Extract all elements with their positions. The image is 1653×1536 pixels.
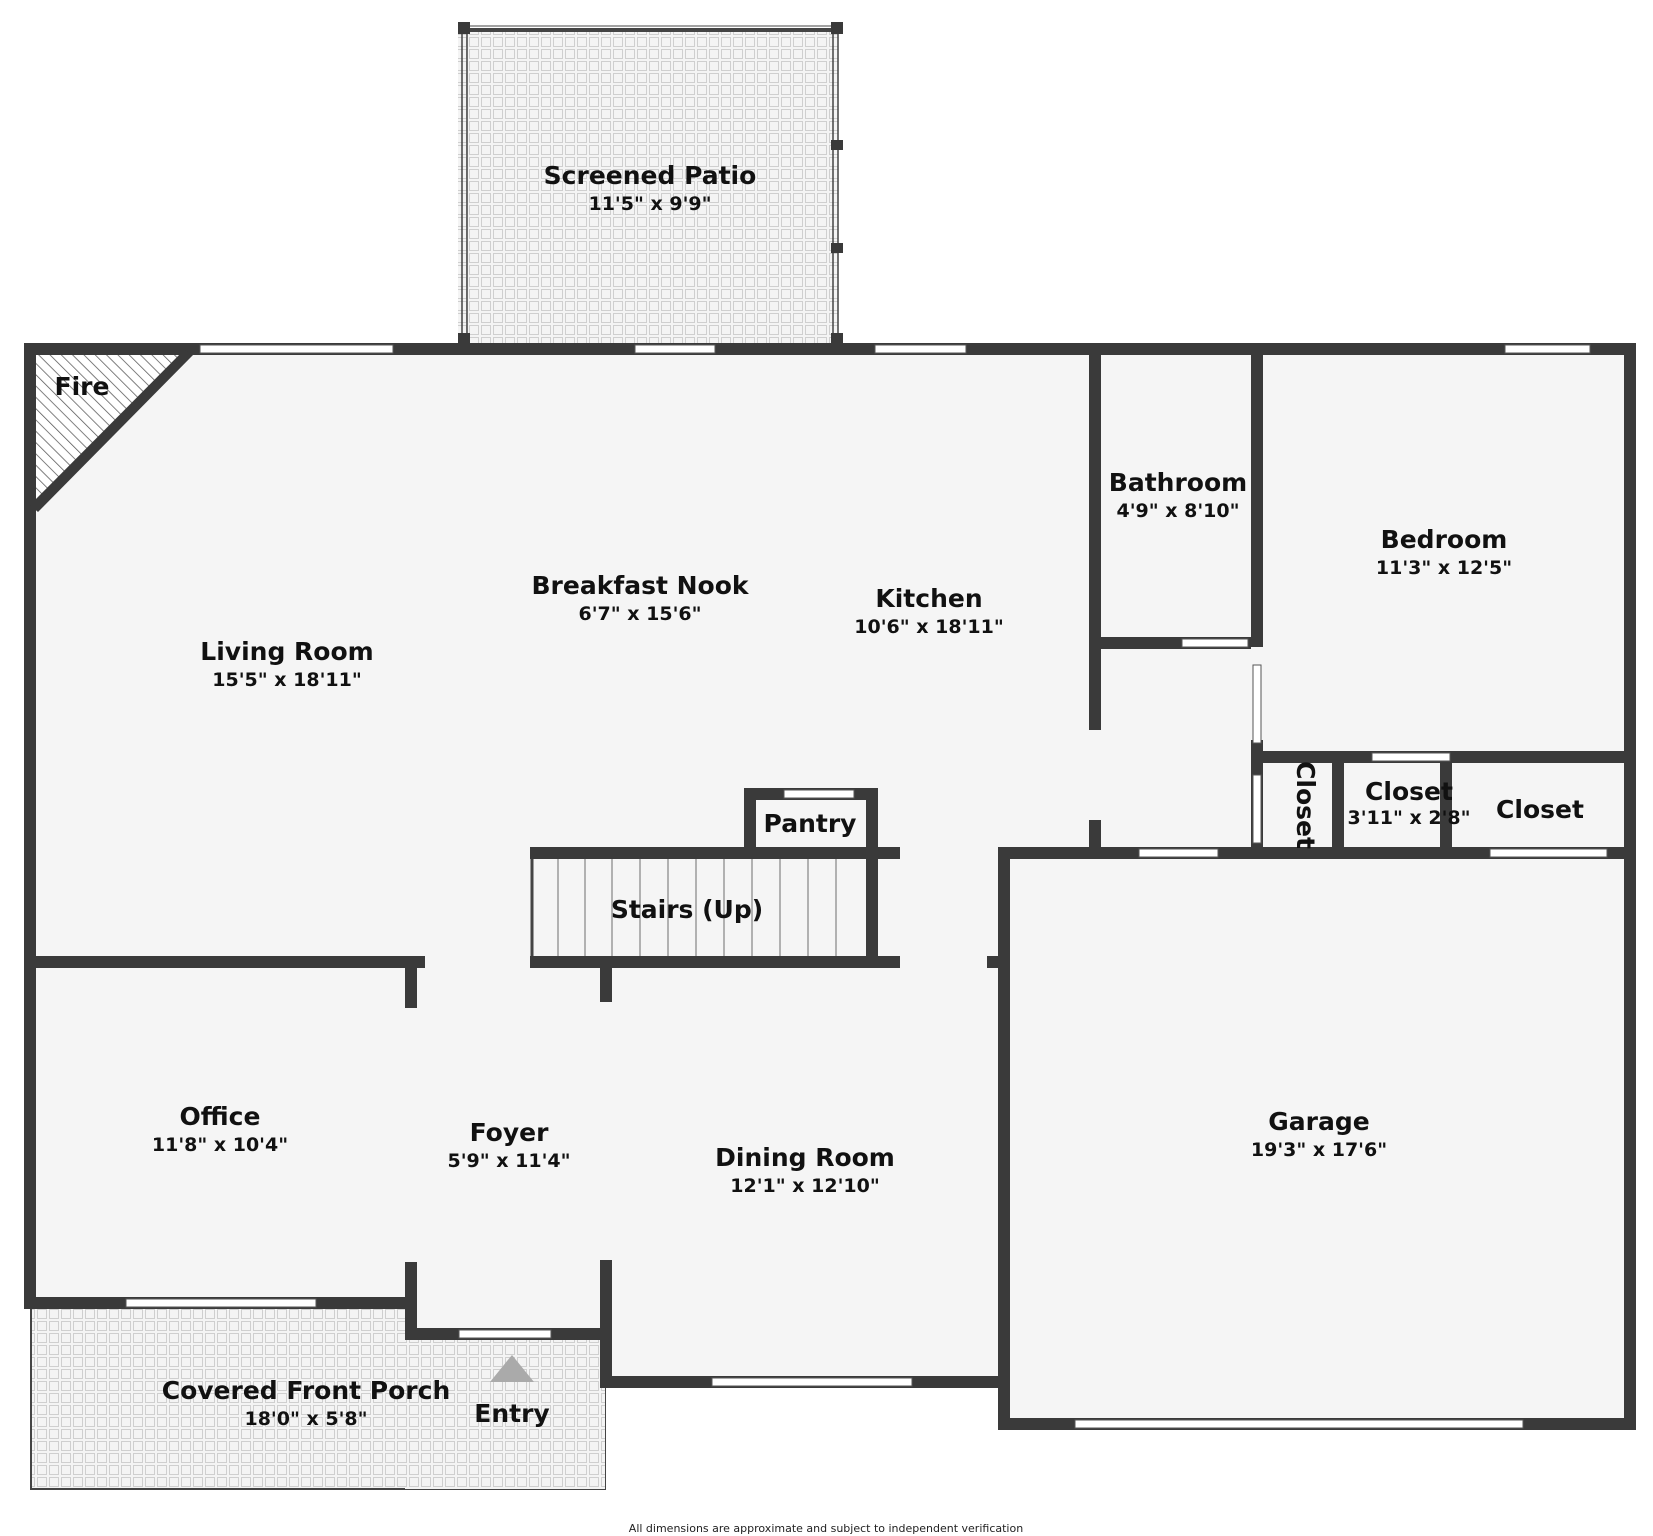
room-name-kitchen: Kitchen	[875, 584, 982, 613]
patio-posts	[458, 22, 843, 345]
room-dims-bathroom: 4'9" x 8'10"	[1116, 500, 1239, 522]
entry-arrow-icon	[490, 1355, 534, 1382]
screened-patio-walls	[458, 25, 839, 343]
room-dims-garage: 19'3" x 17'6"	[1251, 1139, 1387, 1161]
room-name-breakfast-nook: Breakfast Nook	[531, 571, 749, 600]
room-dims-office: 11'8" x 10'4"	[152, 1134, 288, 1156]
room-dims-covered-front-porch: 18'0" x 5'8"	[244, 1408, 367, 1430]
room-name-bedroom: Bedroom	[1381, 525, 1508, 554]
room-name-bathroom: Bathroom	[1109, 468, 1247, 497]
room-dims-living-room: 15'5" x 18'11"	[212, 669, 361, 691]
right-wing-floor	[1093, 350, 1612, 855]
room-name-closet-small: Closet	[1365, 777, 1453, 806]
room-name-fire: Fire	[55, 372, 110, 401]
room-dims-breakfast-nook: 6'7" x 15'6"	[578, 603, 701, 625]
room-name-living-room: Living Room	[200, 637, 373, 666]
room-dims-closet-small: 3'11" x 2'8"	[1347, 807, 1470, 829]
room-name-foyer: Foyer	[470, 1118, 549, 1147]
room-name-screened-patio: Screened Patio	[544, 161, 757, 190]
windows	[125, 344, 1608, 1429]
room-dims-dining-room: 12'1" x 12'10"	[730, 1175, 879, 1197]
room-name-closet-right: Closet	[1496, 795, 1584, 824]
room-name-stairs: Stairs (Up)	[611, 895, 763, 924]
room-name-office: Office	[180, 1102, 261, 1131]
room-name-entry: Entry	[474, 1399, 549, 1428]
room-name-closet-vertical: Closet	[1291, 761, 1320, 849]
room-dims-foyer: 5'9" x 11'4"	[447, 1150, 570, 1172]
stairs	[530, 858, 837, 960]
main-floor	[31, 350, 1624, 1420]
room-dims-kitchen: 10'6" x 18'11"	[854, 616, 1003, 638]
disclaimer-footer: All dimensions are approximate and subje…	[629, 1522, 1023, 1535]
room-dims-bedroom: 11'3" x 12'5"	[1376, 557, 1512, 579]
room-name-covered-front-porch: Covered Front Porch	[162, 1376, 451, 1405]
entry-floor	[405, 1335, 605, 1489]
room-name-garage: Garage	[1268, 1107, 1369, 1136]
room-name-pantry: Pantry	[764, 809, 857, 838]
screened-patio-floor	[458, 28, 838, 343]
walls	[24, 343, 1636, 1430]
room-name-dining-room: Dining Room	[715, 1143, 895, 1172]
room-dims-screened-patio: 11'5" x 9'9"	[588, 193, 711, 215]
